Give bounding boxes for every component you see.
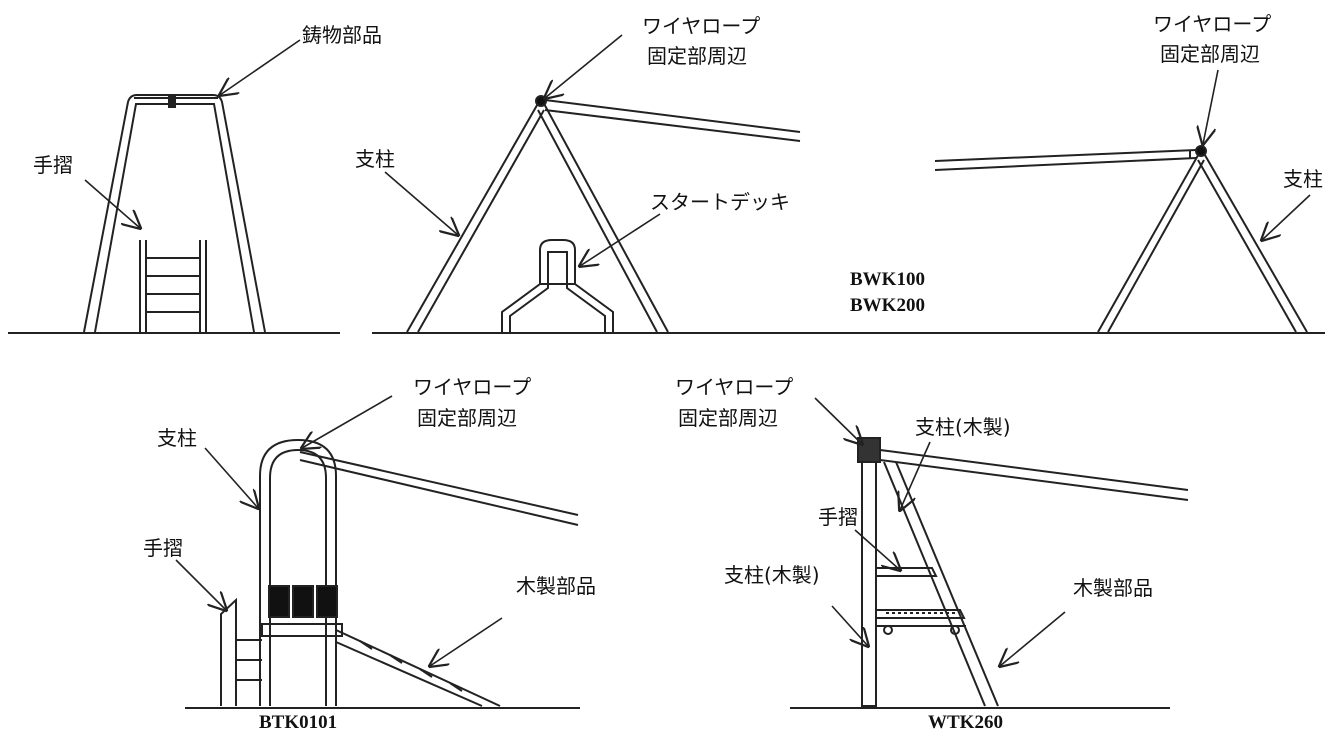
arrow-pillar-wood-wtk-left [832, 606, 868, 646]
btk-wooden-slide [336, 630, 500, 706]
arrow-wooden-part-wtk [1000, 612, 1065, 666]
label-pillar-wood-wtk-top: 支柱(木製) [915, 415, 1011, 439]
btk-stair-handrail [221, 600, 262, 706]
arrow-pillar-wood-wtk-top [900, 442, 930, 510]
wtk-diagonal-wooden-pillar [884, 462, 998, 706]
start-deck-drawing [502, 240, 613, 332]
label-wire-rope-bwk-left-1: ワイヤロープ [642, 14, 761, 38]
wtk-steps-and-handrail [876, 568, 966, 634]
label-wire-rope-bwk-right-2: 固定部周辺 [1160, 42, 1260, 66]
arrow-casting-part [220, 40, 300, 95]
arrow-handrail-btk [176, 560, 226, 610]
label-wire-rope-bwk-left-2: 固定部周辺 [647, 44, 747, 68]
label-pillar-btk: 支柱 [157, 426, 197, 450]
label-pillar-wood-wtk-left: 支柱(木製) [724, 563, 820, 587]
arrow-pillar-bwk-right [1262, 195, 1310, 240]
arrow-wire-rope-bwk-left [545, 35, 622, 98]
leader-arrows [85, 35, 1310, 666]
bwk-right-a-frame [1098, 146, 1307, 332]
arrow-wire-rope-wtk [815, 398, 862, 444]
bwk-left-wire-rope [545, 100, 800, 141]
wtk-wooden-post [858, 438, 880, 706]
arrow-wire-rope-btk [302, 396, 392, 448]
label-wire-rope-btk-2: 固定部周辺 [417, 406, 517, 430]
arrow-handrail-wtk [855, 530, 900, 570]
label-handrail-btk: 手摺 [143, 536, 183, 560]
btk-deck-panels [262, 586, 342, 636]
arrow-handrail-casting [85, 180, 140, 228]
label-wire-rope-wtk-2: 固定部周辺 [678, 406, 778, 430]
label-handrail-wtk: 手摺 [818, 505, 858, 529]
wtk-wire-rope [880, 450, 1188, 500]
label-casting-part: 鋳物部品 [302, 23, 382, 47]
casting-frame-structure [84, 95, 265, 332]
model-bwk100: BWK100 [850, 269, 925, 290]
model-btk0101: BTK0101 [259, 712, 338, 733]
label-wire-rope-wtk-1: ワイヤロープ [675, 375, 794, 399]
arrow-start-deck [580, 214, 660, 266]
bwk-right-wire-rope [935, 150, 1196, 170]
label-wooden-part-btk: 木製部品 [516, 574, 596, 598]
label-pillar-bwk-right: 支柱 [1283, 167, 1323, 191]
arrow-wooden-part-btk [430, 618, 502, 666]
ladder-with-handrail [140, 240, 206, 332]
label-wire-rope-bwk-right-1: ワイヤロープ [1153, 12, 1272, 36]
model-bwk200: BWK200 [850, 295, 925, 316]
label-handrail-casting: 手摺 [33, 153, 73, 177]
arrow-wire-rope-bwk-right [1203, 70, 1218, 144]
label-wire-rope-btk-1: ワイヤロープ [413, 375, 532, 399]
label-pillar-bwk-left: 支柱 [355, 147, 395, 171]
arrow-pillar-btk [205, 448, 258, 508]
btk-wire-rope [300, 452, 578, 525]
arrow-pillar-bwk-left [385, 172, 458, 235]
model-wtk260: WTK260 [928, 712, 1003, 733]
btk-arch-pillar [260, 440, 336, 706]
label-wooden-part-wtk: 木製部品 [1073, 576, 1153, 600]
label-start-deck: スタートデッキ [650, 190, 790, 214]
